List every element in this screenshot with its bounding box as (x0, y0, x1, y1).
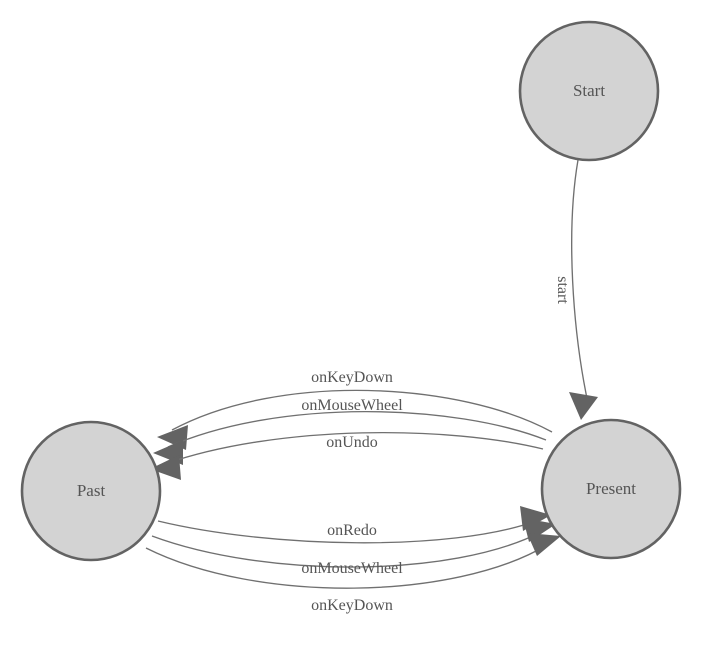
edge-label-present-to-past-onundo: onUndo (326, 434, 378, 451)
node-label: Past (77, 481, 106, 500)
arrowhead-icon (150, 455, 181, 480)
edge-curve (145, 544, 548, 589)
edge-labels-layer: start onKeyDown onMouseWheel onUndo onRedo on… (301, 276, 571, 614)
node-start[interactable]: Start (518, 20, 660, 162)
node-label: Present (586, 479, 636, 498)
node-shape[interactable] (20, 420, 162, 562)
arrowhead-icon (569, 392, 598, 420)
edge-label-present-to-past-onmousewheel: onMouseWheel (301, 397, 403, 414)
edge-present-to-past-onundo (150, 431, 544, 480)
edge-label-present-to-past-onkeydown: onKeyDown (311, 369, 393, 386)
node-label: Start (573, 81, 605, 100)
edge-curve (167, 410, 547, 448)
node-past[interactable]: Past (20, 420, 162, 562)
edge-curve (164, 431, 544, 465)
edge-curve (171, 389, 553, 433)
node-present[interactable]: Present (540, 418, 682, 560)
edge-label-past-to-present-onkeydown: onKeyDown (311, 597, 393, 614)
arrowhead-icon (527, 533, 561, 556)
node-shape[interactable] (518, 20, 660, 162)
edge-curve (151, 531, 542, 568)
edge-curve (157, 520, 537, 544)
edge-label-past-to-present-onredo: onRedo (327, 522, 377, 539)
edge-label-past-to-present-onmousewheel: onMouseWheel (301, 560, 403, 577)
edges-layer (145, 159, 598, 589)
node-shape[interactable] (540, 418, 682, 560)
edge-start-to-present (569, 159, 598, 420)
edge-curve (571, 159, 590, 409)
edge-past-to-present-onkeydown (145, 533, 561, 589)
edge-label-start-to-present: start (554, 276, 571, 304)
